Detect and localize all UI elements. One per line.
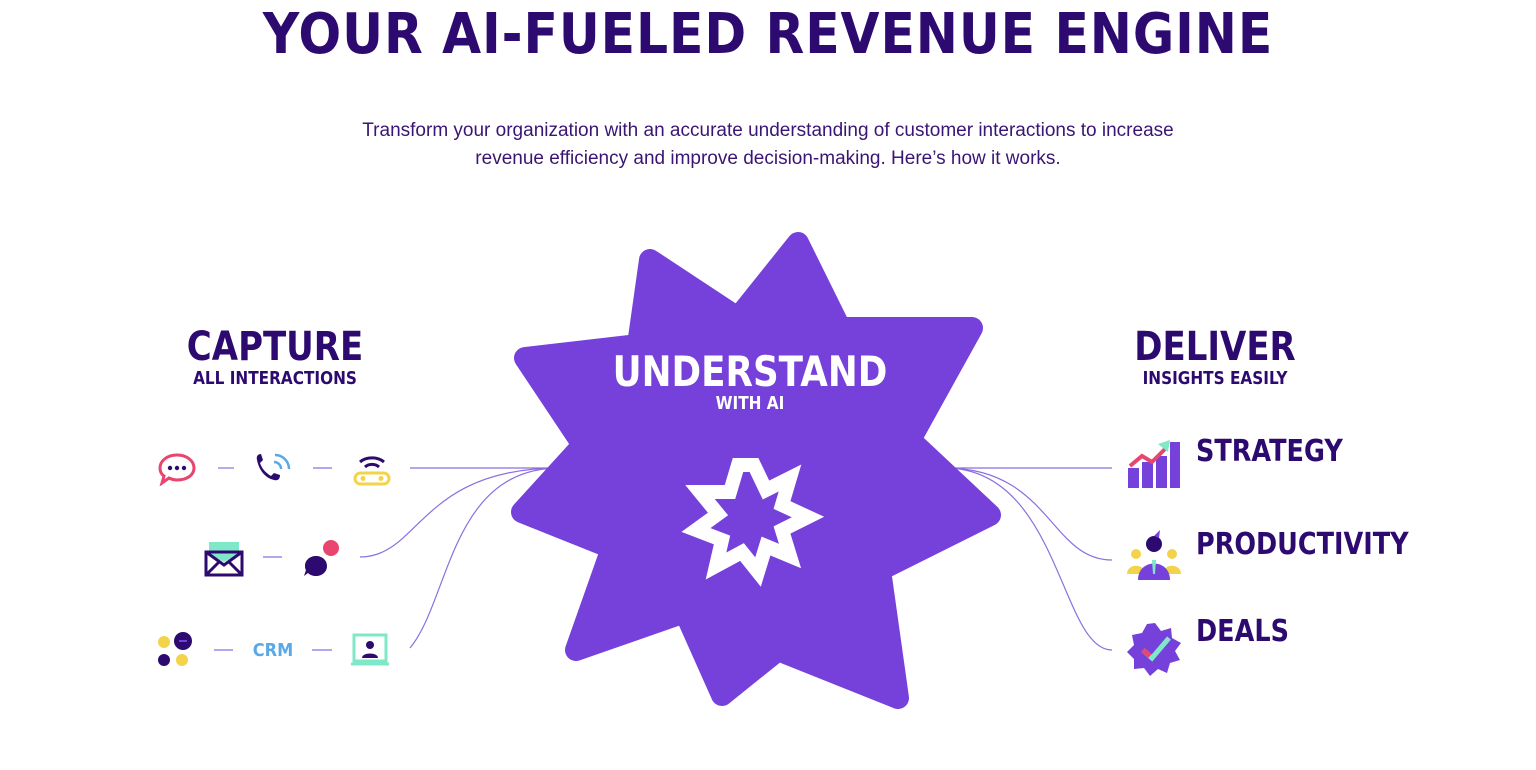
deliver-title: DELIVER xyxy=(1134,324,1296,370)
connector-row-3 xyxy=(409,467,561,649)
email-icon xyxy=(204,542,244,577)
capture-heading: CAPTURE ALL INTERACTIONS xyxy=(150,325,400,389)
page-title: YOUR AI-FUELED REVENUE ENGINE xyxy=(262,2,1274,67)
growth-chart-icon xyxy=(1128,440,1180,488)
capture-title: CAPTURE xyxy=(186,324,364,370)
output-connectors xyxy=(944,467,1113,651)
understand-title: UNDERSTAND xyxy=(612,347,888,396)
subtitle-line-1: Transform your organization with an accu… xyxy=(362,120,1174,141)
connector-deals xyxy=(944,467,1113,651)
page-subtitle: Transform your organization with an accu… xyxy=(318,117,1218,173)
understand-heading: UNDERSTAND WITH AI xyxy=(560,350,940,414)
input-connectors xyxy=(214,467,561,651)
ai-burst-icon xyxy=(681,458,825,587)
collaboration-icon xyxy=(158,632,192,666)
output-label-deals: DEALS xyxy=(1196,614,1289,649)
messaging-icon xyxy=(304,540,339,576)
team-person-icon xyxy=(1127,530,1181,580)
subtitle-line-2: revenue efficiency and improve decision-… xyxy=(475,148,1061,169)
voicemail-icon xyxy=(353,456,391,486)
output-label-strategy: STRATEGY xyxy=(1196,434,1343,469)
deliver-subtitle: INSIGHTS EASILY xyxy=(1142,368,1288,389)
output-label-productivity: PRODUCTIVITY xyxy=(1196,527,1409,562)
connector-productivity xyxy=(944,467,1113,561)
deliver-heading: DELIVER INSIGHTS EASILY xyxy=(1090,325,1340,389)
video-call-icon xyxy=(351,633,389,666)
crm-icon: CRM xyxy=(252,640,294,661)
capture-subtitle: ALL INTERACTIONS xyxy=(193,368,357,389)
connector-row-2 xyxy=(359,467,561,558)
understand-subtitle: WITH AI xyxy=(715,393,785,414)
chat-bubble-icon xyxy=(158,453,196,486)
check-badge-icon xyxy=(1127,623,1181,676)
phone-call-icon xyxy=(256,453,291,481)
